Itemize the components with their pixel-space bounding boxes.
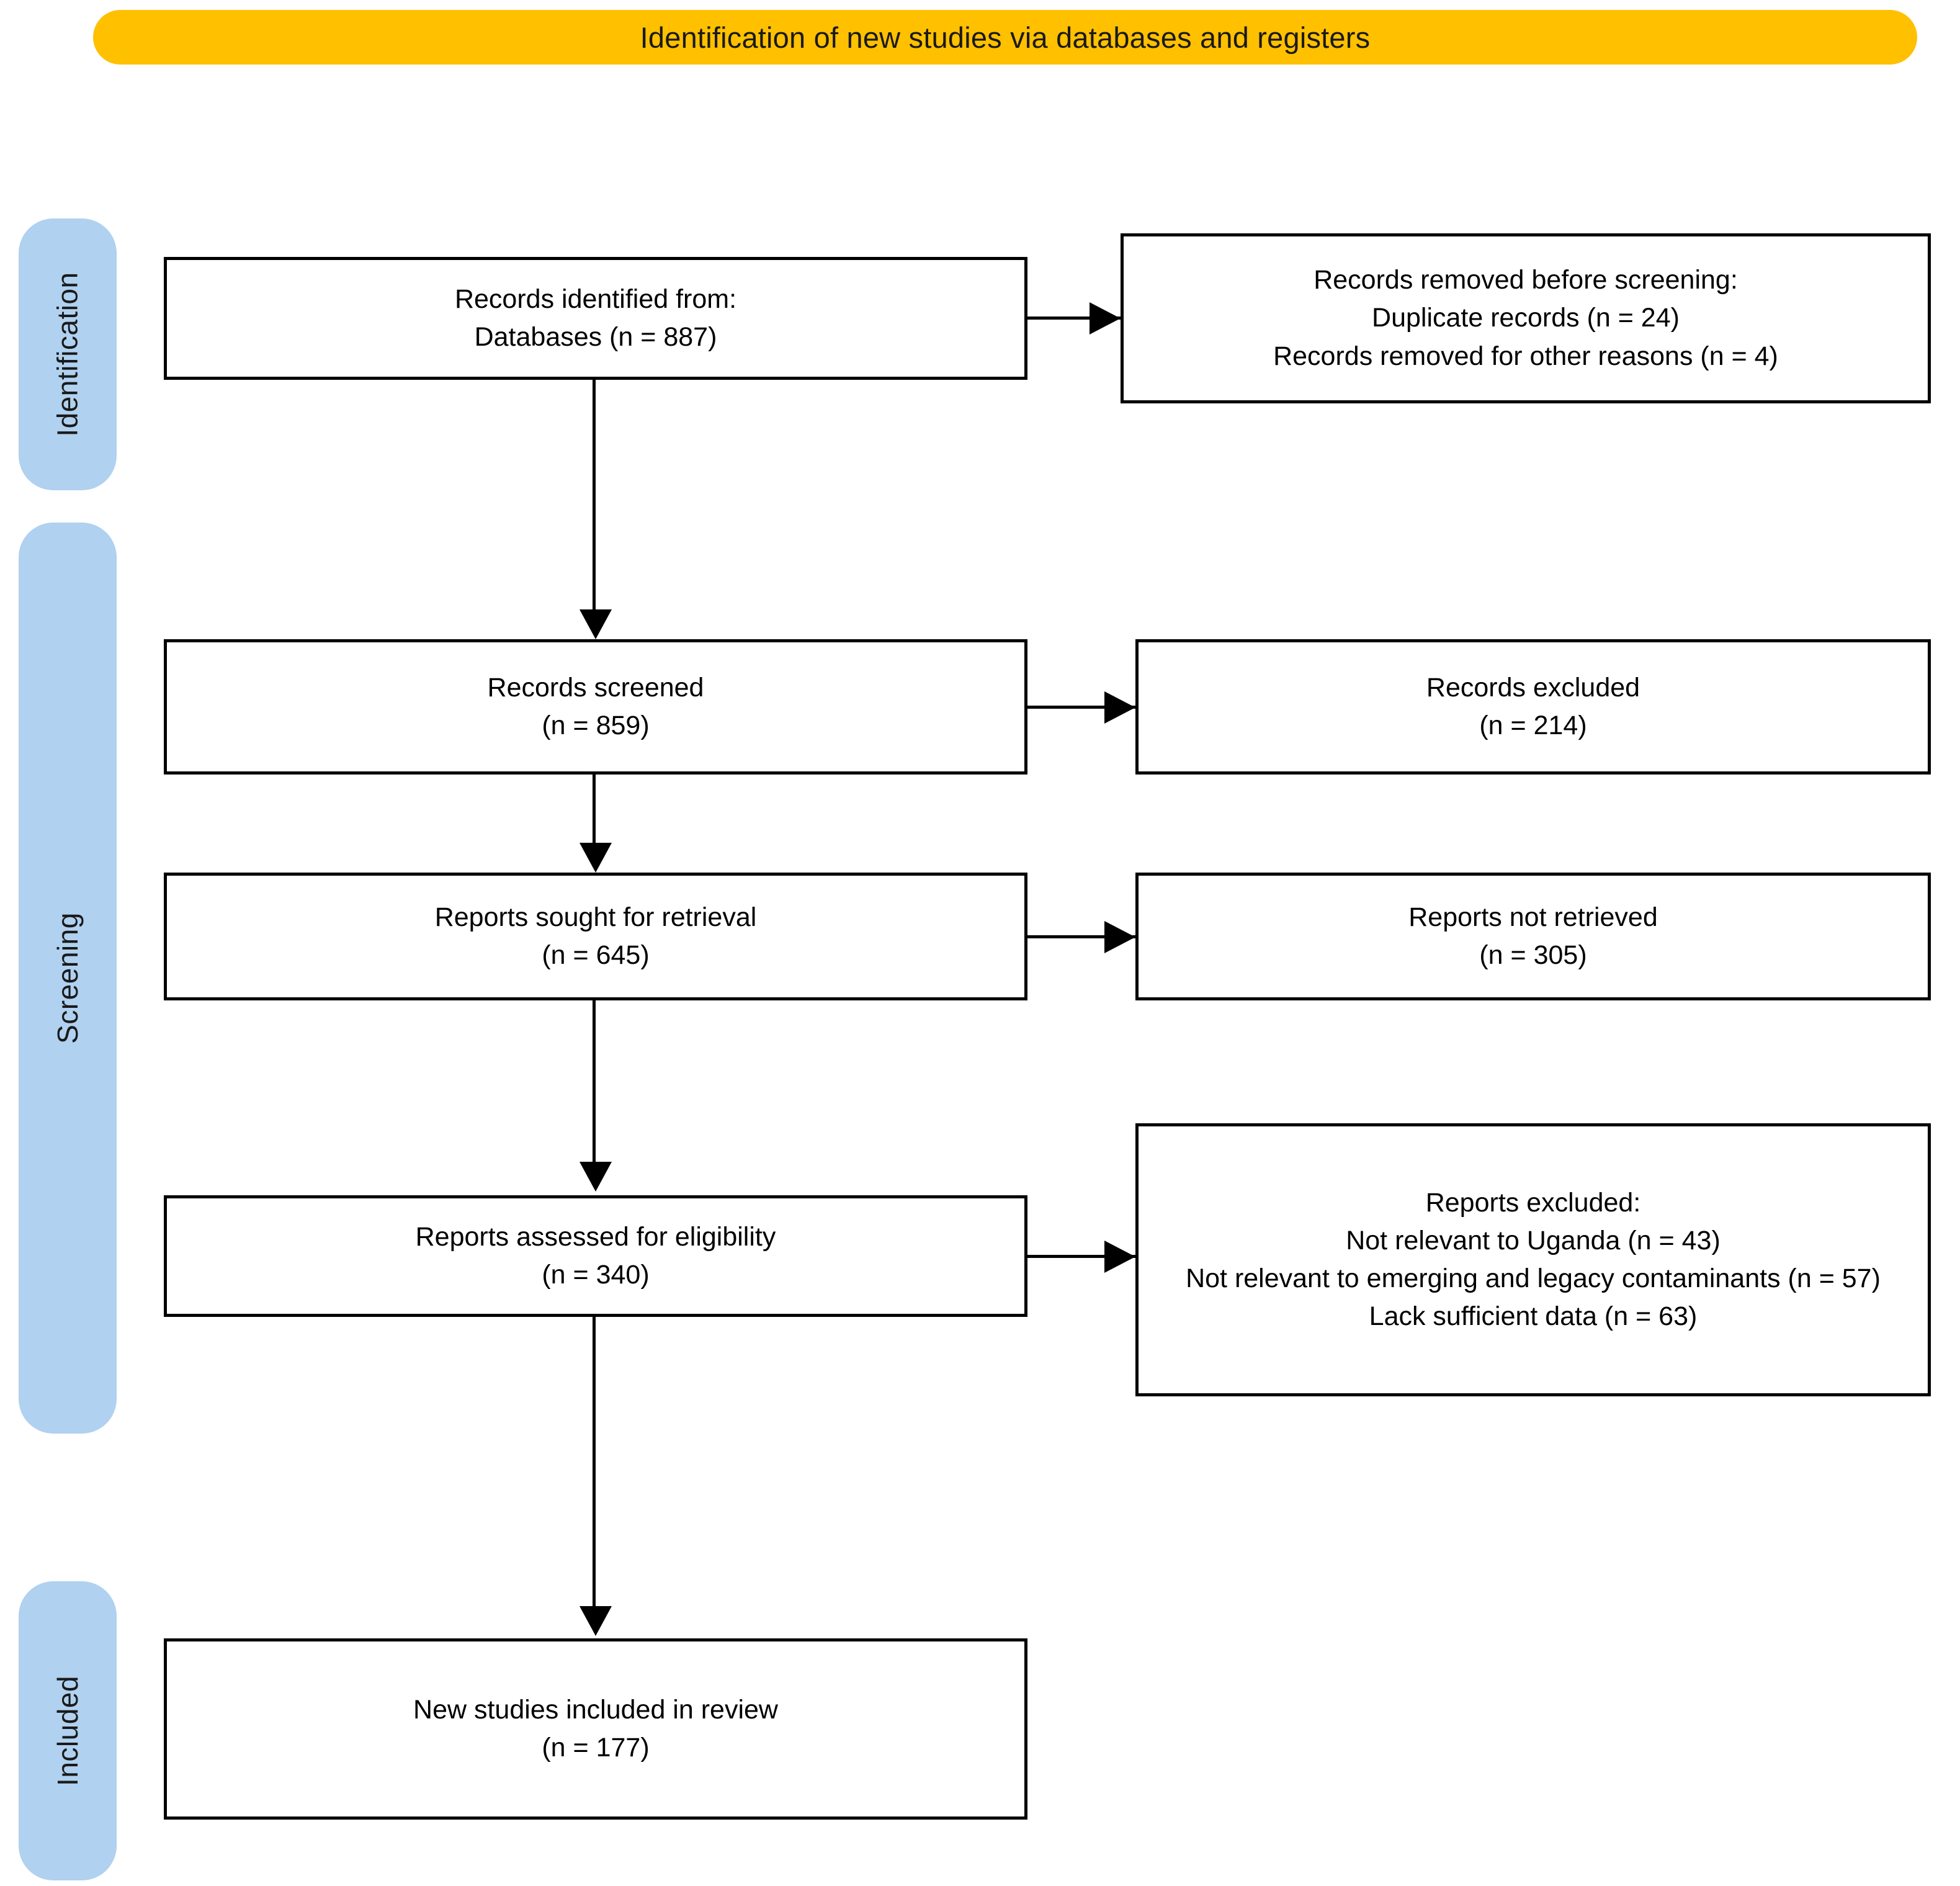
box-line: New studies included in review bbox=[413, 1694, 778, 1725]
arrowhead-down-sought-to-assessed bbox=[579, 1162, 612, 1192]
box-line: Not relevant to Uganda (n = 43) bbox=[1346, 1225, 1721, 1255]
box-line: (n = 177) bbox=[542, 1733, 650, 1763]
box-line: Records excluded bbox=[1426, 672, 1640, 703]
box-reports-excluded: Reports excluded: Not relevant to Uganda… bbox=[1135, 1123, 1931, 1396]
box-line: (n = 214) bbox=[1479, 711, 1587, 740]
box-line: Databases (n = 887) bbox=[474, 322, 717, 352]
box-line: Not relevant to emerging and legacy cont… bbox=[1186, 1264, 1881, 1293]
box-reports-not-retrieved: Reports not retrieved (n = 305) bbox=[1135, 873, 1931, 1000]
arrowhead-down-identified-to-screened bbox=[579, 609, 612, 639]
connector-screened-to-records-excluded bbox=[1027, 706, 1135, 709]
stage-label-included: Included bbox=[51, 1676, 84, 1786]
stage-label-screening: Screening bbox=[51, 912, 84, 1044]
box-records-excluded: Records excluded (n = 214) bbox=[1135, 639, 1931, 775]
box-line: Reports excluded: bbox=[1425, 1187, 1641, 1218]
page-title: Identification of new studies via databa… bbox=[640, 20, 1371, 54]
box-reports-assessed-for-eligibility: Reports assessed for eligibility (n = 34… bbox=[164, 1195, 1027, 1317]
box-records-removed-before-screening: Records removed before screening: Duplic… bbox=[1121, 233, 1931, 403]
box-new-studies-included: New studies included in review (n = 177) bbox=[164, 1638, 1027, 1820]
connector-assessed-to-reports-excluded bbox=[1027, 1255, 1135, 1258]
arrowhead-down-screened-to-sought bbox=[579, 843, 612, 873]
stage-pill-screening: Screening bbox=[19, 523, 117, 1434]
stage-pill-included: Included bbox=[19, 1581, 117, 1880]
box-line: (n = 859) bbox=[542, 711, 650, 740]
box-line: Reports not retrieved bbox=[1408, 902, 1658, 932]
arrowhead-down-assessed-to-included bbox=[579, 1606, 612, 1636]
box-line: Reports assessed for eligibility bbox=[415, 1221, 776, 1252]
stage-pill-identification: Identification bbox=[19, 218, 117, 490]
arrowhead-right-assessed-to-reports-excluded bbox=[1104, 1241, 1135, 1273]
box-line: (n = 645) bbox=[542, 940, 650, 970]
connector-identified-to-screened bbox=[593, 380, 596, 611]
arrowhead-right-sought-to-not-retrieved bbox=[1104, 921, 1135, 953]
box-line: (n = 305) bbox=[1479, 940, 1587, 970]
box-line: (n = 340) bbox=[542, 1260, 650, 1290]
connector-sought-to-assessed bbox=[593, 1000, 596, 1163]
box-line: Records removed for other reasons (n = 4… bbox=[1273, 341, 1778, 371]
connector-assessed-to-included bbox=[593, 1317, 596, 1607]
connector-sought-to-not-retrieved bbox=[1027, 935, 1135, 938]
box-line: Records screened bbox=[487, 672, 704, 703]
box-line: Records identified from: bbox=[454, 284, 737, 314]
connector-identified-to-removed bbox=[1027, 317, 1121, 320]
box-reports-sought-for-retrieval: Reports sought for retrieval (n = 645) bbox=[164, 873, 1027, 1000]
box-records-identified: Records identified from: Databases (n = … bbox=[164, 257, 1027, 380]
arrowhead-right-screened-to-records-excluded bbox=[1104, 691, 1135, 724]
box-line: Reports sought for retrieval bbox=[434, 902, 757, 932]
box-line: Records removed before screening: bbox=[1313, 265, 1738, 295]
header-banner: Identification of new studies via databa… bbox=[93, 10, 1917, 65]
connector-screened-to-sought bbox=[593, 775, 596, 844]
box-records-screened: Records screened (n = 859) bbox=[164, 639, 1027, 775]
box-line: Lack sufficient data (n = 63) bbox=[1369, 1301, 1698, 1332]
arrowhead-right-identified-to-removed bbox=[1090, 302, 1121, 335]
box-line: Duplicate records (n = 24) bbox=[1372, 303, 1680, 333]
stage-label-identification: Identification bbox=[51, 272, 84, 437]
